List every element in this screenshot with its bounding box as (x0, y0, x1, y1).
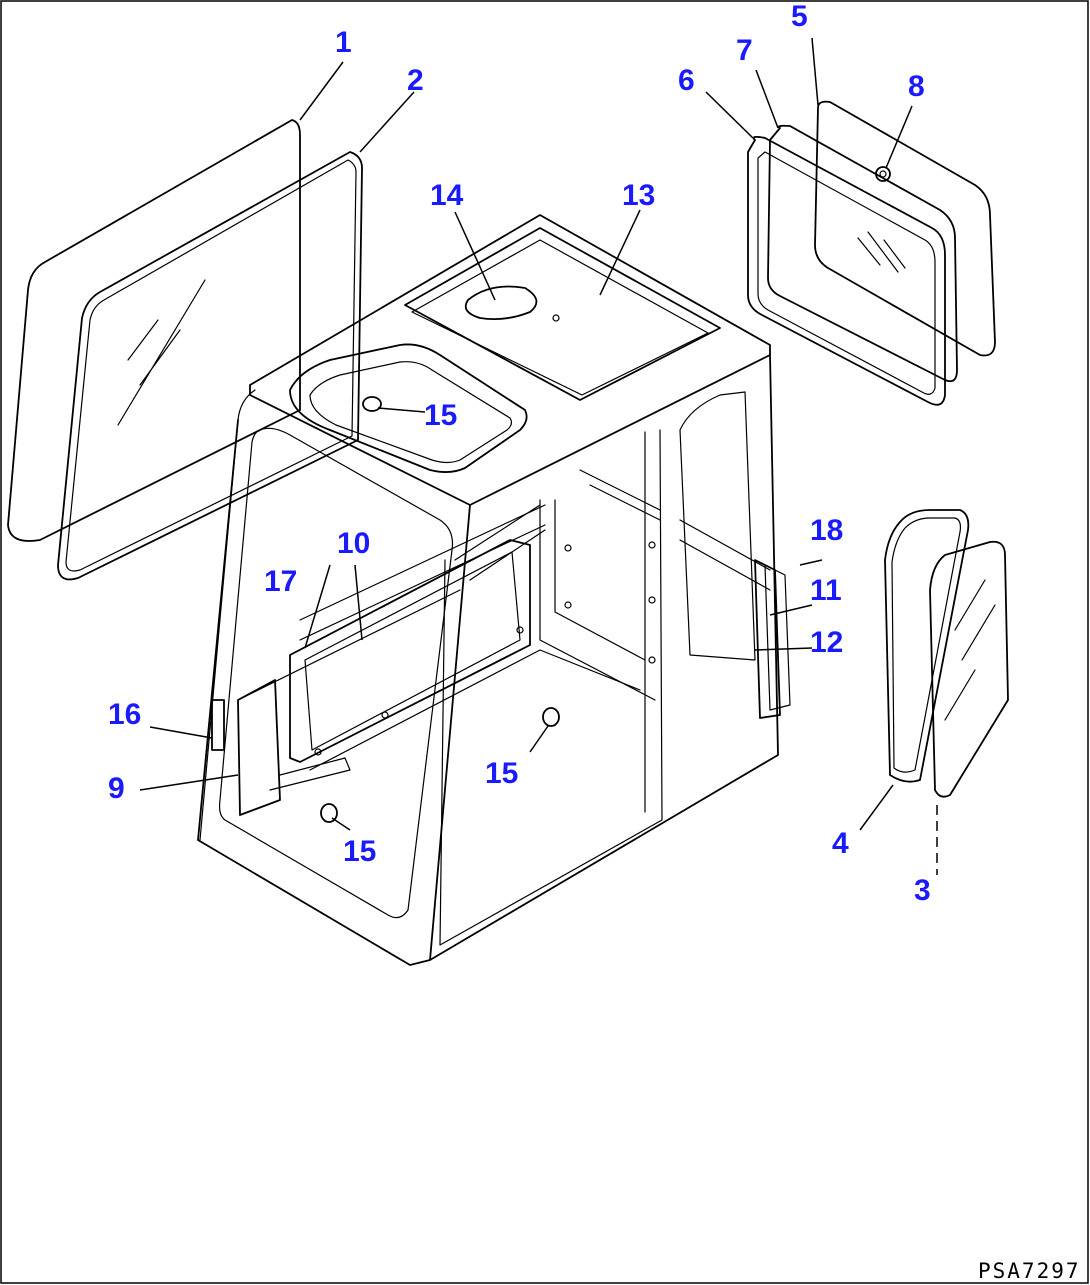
callout-5: 5 (791, 0, 808, 33)
callout-labels: 1 2 3 4 5 6 7 8 9 10 11 12 13 14 15 15 1… (108, 0, 931, 907)
drawing-code: PSA7297 (978, 1259, 1081, 1283)
leader-lines (139, 37, 938, 875)
callout-10: 10 (337, 527, 370, 560)
plug-front (320, 803, 338, 823)
front-seal (57, 151, 363, 581)
side-glass (929, 540, 1009, 798)
callout-7: 7 (736, 34, 753, 67)
callout-15-front: 15 (343, 835, 376, 868)
callout-4: 4 (832, 827, 849, 860)
callout-13: 13 (622, 179, 655, 212)
plug-floor (542, 707, 560, 727)
callout-12: 12 (810, 626, 843, 659)
callout-11: 11 (810, 574, 842, 607)
rear-glass (814, 100, 996, 357)
plug-roof (362, 396, 382, 412)
side-seal (884, 509, 970, 783)
front-glass (7, 119, 301, 542)
callout-15-roof: 15 (424, 399, 457, 432)
rear-seal-outer (767, 124, 958, 383)
callout-17: 17 (264, 565, 297, 598)
callout-18: 18 (810, 514, 843, 547)
callout-2: 2 (407, 64, 424, 97)
callout-1: 1 (335, 26, 352, 59)
callout-3: 3 (914, 874, 931, 907)
callout-8: 8 (908, 70, 925, 103)
rear-seal-inner (747, 135, 946, 406)
callout-6: 6 (678, 64, 695, 97)
rear-fitting (875, 166, 891, 182)
callout-9: 9 (108, 772, 125, 805)
cab-frame (197, 214, 791, 966)
callout-14: 14 (430, 179, 464, 212)
callout-16: 16 (108, 698, 141, 731)
callout-15-floor: 15 (485, 757, 518, 790)
